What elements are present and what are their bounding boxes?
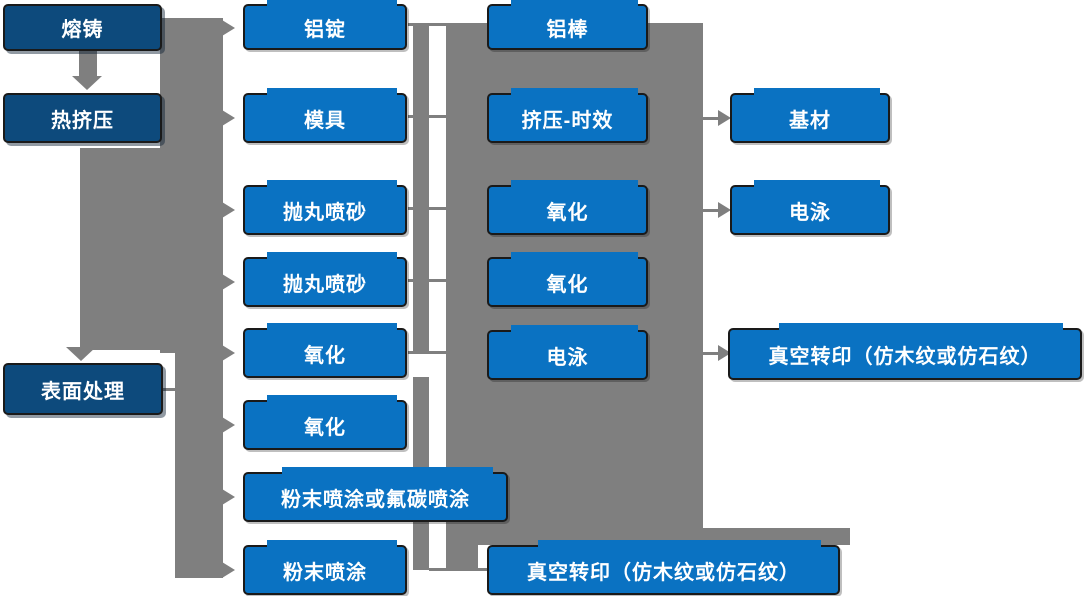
node-lvding: 铝锭 <box>243 0 407 50</box>
arrow-head-melt-to-extrusion <box>72 76 102 90</box>
node-jiyashixiao: 挤压-时效 <box>487 88 648 143</box>
node-dianyong_c3: 电泳 <box>487 325 648 380</box>
node-label: 电泳 <box>546 346 589 369</box>
node-jicai: 基材 <box>730 88 890 143</box>
node-label: 抛丸喷砂 <box>283 273 367 296</box>
node-zhenkong_bottom: 真空转印（仿木纹或仿石纹） <box>487 540 840 595</box>
arrow-head-to-powder-fluor <box>222 489 235 505</box>
arrow-head-to-surface-treatment <box>66 347 96 361</box>
node-label: 模具 <box>304 109 346 132</box>
link-surface-treatment-to-trunk <box>163 388 177 391</box>
node-label: 粉末喷涂或氟碳喷涂 <box>281 488 470 511</box>
node-yanghua_c3r4: 氧化 <box>487 252 648 307</box>
node-label: 挤压-时效 <box>521 109 614 132</box>
node-label: 真空转印（仿木纹或仿石纹） <box>768 345 1042 368</box>
mass-tab-bottom-left <box>446 545 478 568</box>
node-label: 真空转印（仿木纹或仿石纹） <box>527 561 800 584</box>
trunk-below-hot-extrusion <box>80 148 223 350</box>
node-label: 热挤压 <box>51 109 114 132</box>
row-link-4 <box>408 279 448 282</box>
node-label: 熔铸 <box>61 19 104 41</box>
node-muju: 模具 <box>243 88 407 143</box>
node-label: 表面处理 <box>41 380 125 403</box>
node-label: 抛丸喷砂 <box>283 201 367 224</box>
node-biaomianchuli: 表面处理 <box>3 363 163 415</box>
node-lvbang: 铝棒 <box>487 0 648 50</box>
node-label: 氧化 <box>304 344 346 367</box>
node-fenmo: 粉末喷涂 <box>243 540 407 595</box>
arrow-head-to-aluminum-ingot <box>222 20 235 36</box>
node-rongzhu: 熔铸 <box>3 4 162 51</box>
arrow-stem-to-vacuum-transfer <box>702 352 720 355</box>
node-fenmo_fluor: 粉末喷涂或氟碳喷涂 <box>243 467 508 522</box>
arrow-head-to-vacuum-transfer <box>718 345 731 361</box>
link-bar-to-bottom-transfer <box>429 568 487 571</box>
node-paowan1: 抛丸喷砂 <box>243 180 407 235</box>
row-link-5 <box>408 351 448 354</box>
mid-bar-upper <box>413 23 429 353</box>
row-link-1 <box>408 23 448 26</box>
arrow-head-to-oxidation-2 <box>222 417 235 433</box>
node-zhenkong_right: 真空转印（仿木纹或仿石纹） <box>728 323 1082 380</box>
arrow-head-to-base-material <box>718 110 731 126</box>
node-label: 电泳 <box>789 201 831 224</box>
row-link-3 <box>408 207 448 210</box>
node-rejiya: 热挤压 <box>3 93 162 143</box>
node-label: 氧化 <box>546 201 589 224</box>
arrow-head-to-oxidation-1 <box>222 345 235 361</box>
node-label: 铝棒 <box>546 18 589 41</box>
node-dianyong_c4: 电泳 <box>730 180 890 235</box>
arrow-stem-melt-to-extrusion <box>79 50 97 78</box>
arrow-head-to-mold <box>222 110 235 126</box>
node-label: 粉末喷涂 <box>283 561 367 584</box>
arrow-stem-to-base-material <box>702 117 720 120</box>
node-paowan2: 抛丸喷砂 <box>243 252 407 307</box>
arrow-head-to-electrophoresis <box>718 202 731 218</box>
row-link-2 <box>408 115 448 118</box>
arrow-head-to-shot-blast-2 <box>222 274 235 290</box>
trunk-lower-section <box>175 350 223 578</box>
node-yanghua_c2r5: 氧化 <box>243 323 407 378</box>
arrow-head-to-powder-coating <box>222 562 235 578</box>
node-label: 氧化 <box>546 273 589 296</box>
node-label: 氧化 <box>304 416 346 439</box>
node-label: 铝锭 <box>304 18 346 41</box>
node-yanghua_c3r3: 氧化 <box>487 180 648 235</box>
node-yanghua_c2r6: 氧化 <box>243 395 407 450</box>
arrow-head-to-shot-blast-1 <box>222 202 235 218</box>
arrow-stem-to-electrophoresis <box>702 209 720 212</box>
node-label: 基材 <box>789 109 831 132</box>
